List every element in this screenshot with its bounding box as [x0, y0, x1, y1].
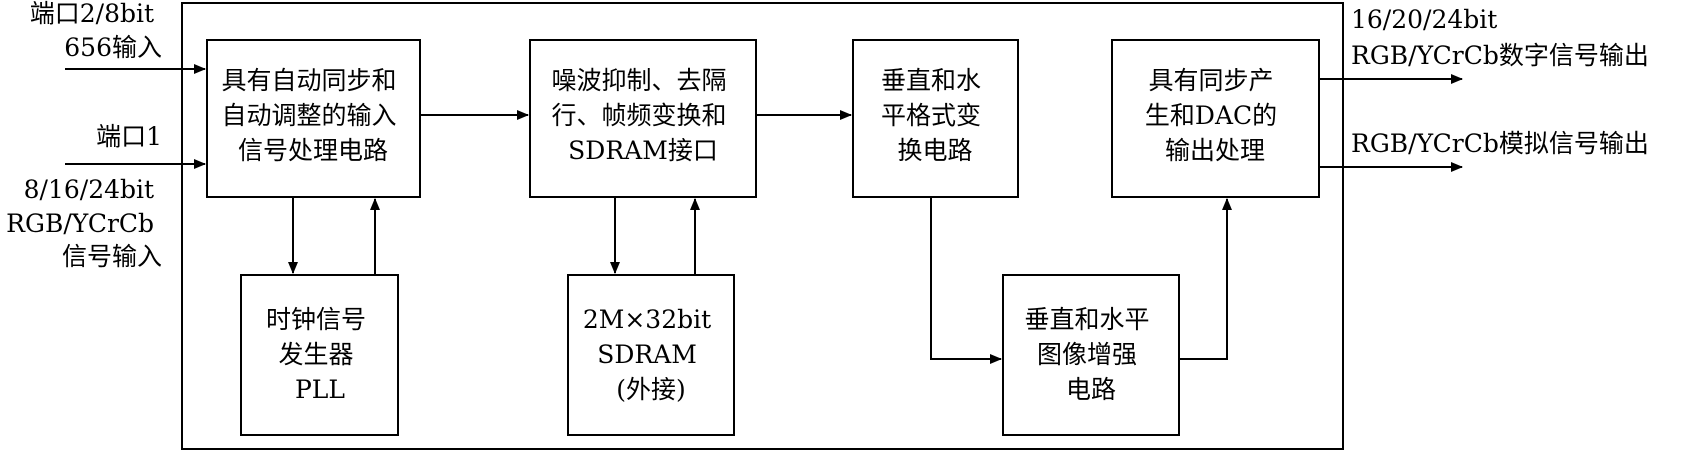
sdram-block: 2M×32bit SDRAM (外接) — [567, 274, 735, 436]
clock-generator-text: 时钟信号 发生器 PLL — [266, 305, 374, 404]
noise-suppression-block: 噪波抑制、去隔 行、帧频变换和 SDRAM接口 — [529, 39, 757, 198]
input-processing-block: 具有自动同步和 自动调整的输入 信号处理电路 — [206, 39, 421, 198]
image-enhancement-block: 垂直和水平 图像增强 电路 — [1002, 274, 1180, 436]
port2-label: 端口2/8bit 656输入 — [30, 0, 162, 62]
format-to-enhance-arrow — [930, 197, 1002, 364]
port1-format-label: 8/16/24bit RGB/YCrCb 信号输入 — [6, 175, 162, 271]
output-processing-text: 具有同步产 生和DAC的 输出处理 — [1145, 66, 1285, 165]
analog-output-label: RGB/YCrCb模拟信号输出 — [1351, 129, 1649, 158]
sdram-text: 2M×32bit SDRAM (外接) — [583, 305, 719, 404]
chip-boundary — [181, 2, 1344, 450]
output-processing-block: 具有同步产 生和DAC的 输出处理 — [1111, 39, 1320, 198]
port1-label: 端口1 — [96, 122, 162, 151]
clock-generator-block: 时钟信号 发生器 PLL — [240, 274, 399, 436]
image-enhancement-text: 垂直和水平 图像增强 电路 — [1025, 305, 1158, 404]
format-conversion-block: 垂直和水 平格式变 换电路 — [852, 39, 1019, 198]
digital-output-label: 16/20/24bit RGB/YCrCb数字信号输出 — [1351, 5, 1649, 70]
input-processing-text: 具有自动同步和 自动调整的输入 信号处理电路 — [222, 66, 405, 165]
format-conversion-text: 垂直和水 平格式变 换电路 — [881, 66, 989, 165]
noise-suppression-text: 噪波抑制、去隔 行、帧频变换和 SDRAM接口 — [552, 66, 735, 165]
enhance-to-output-arrow — [1179, 198, 1232, 360]
